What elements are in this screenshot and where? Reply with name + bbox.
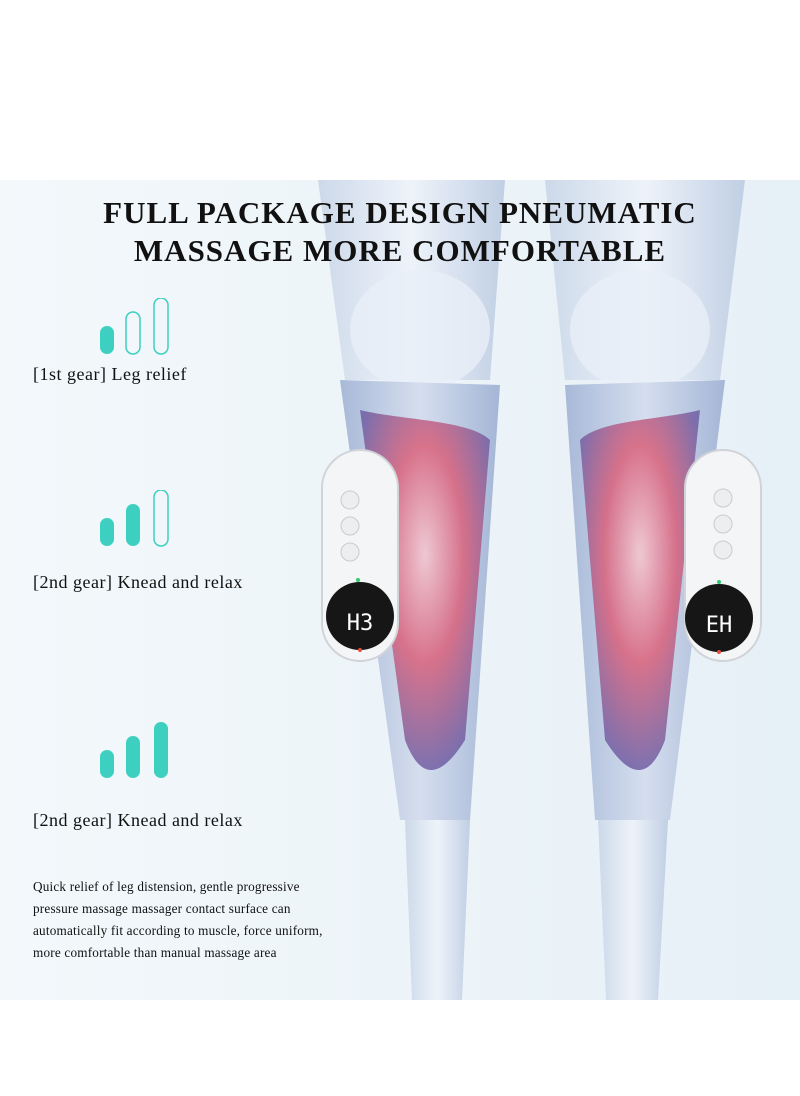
right-foot <box>598 820 668 1000</box>
product-panel <box>0 180 800 1000</box>
gear-3-label: [2nd gear] Knead and relax <box>33 810 243 830</box>
display-screen <box>326 582 394 650</box>
right-display-text: EH <box>706 613 733 638</box>
control-button-1 <box>713 488 733 508</box>
right-muscle <box>580 410 700 770</box>
left-controller: H3 <box>321 449 399 662</box>
signal-bars-2-icon <box>100 490 169 547</box>
left-knee <box>350 270 490 390</box>
description-line: more comfortable than manual massage are… <box>33 945 277 960</box>
headline-line-2: MASSAGE MORE COMFORTABLE <box>133 233 667 268</box>
signal-bars-1-icon <box>100 298 169 355</box>
left-foot <box>405 820 470 1000</box>
control-button-2 <box>340 516 360 536</box>
description-line: Quick relief of leg distension, gentle p… <box>33 879 300 894</box>
description: Quick relief of leg distension, gentle p… <box>33 876 378 964</box>
left-display-text: H3 <box>347 611 374 636</box>
control-button-1 <box>340 490 360 510</box>
signal-bars-3-icon <box>100 722 168 778</box>
right-controller: EH <box>684 449 762 662</box>
control-button-3 <box>713 540 733 560</box>
gear-2-label: [2nd gear] Knead and relax <box>33 572 243 592</box>
display-screen <box>685 584 753 652</box>
description-line: automatically fit according to muscle, f… <box>33 923 323 938</box>
right-knee <box>570 270 710 390</box>
headline-line-1: FULL PACKAGE DESIGN PNEUMATIC <box>103 195 697 230</box>
control-button-3 <box>340 542 360 562</box>
description-line: pressure massage massager contact surfac… <box>33 901 291 916</box>
control-button-2 <box>713 514 733 534</box>
gear-1-label: [1st gear] Leg relief <box>33 364 187 384</box>
